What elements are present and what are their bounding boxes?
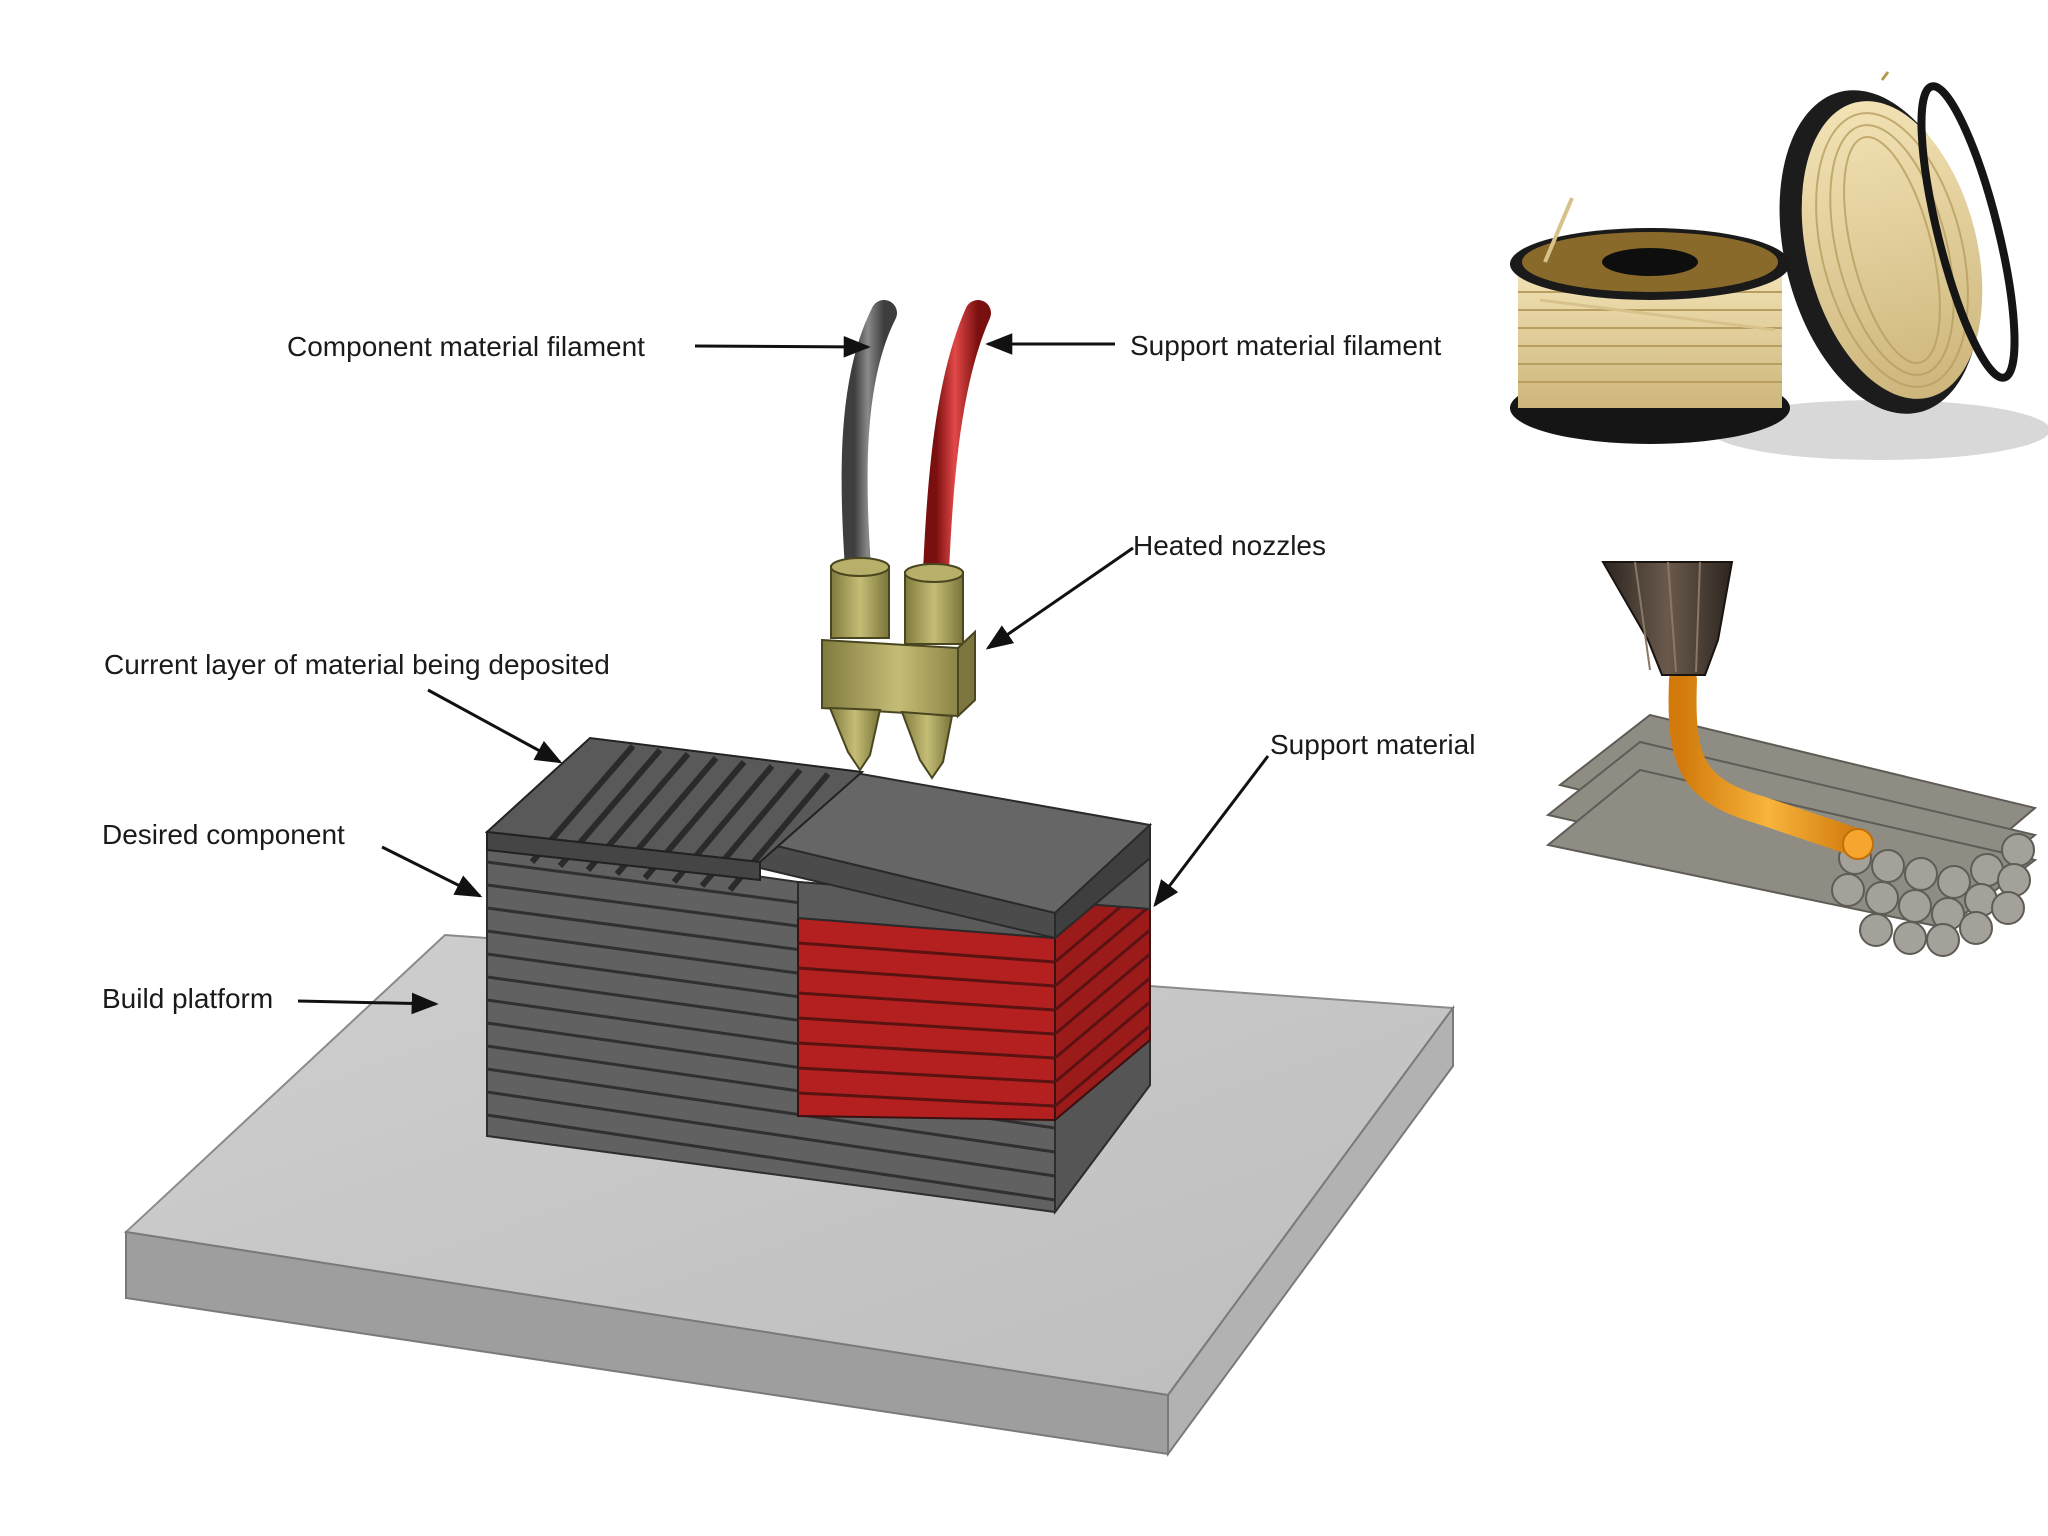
support-material [757,770,1153,1123]
spool-lying [1510,197,1790,444]
support-material-label: Support material [1270,729,1475,760]
spool-upright [1779,71,2019,414]
heated-nozzles [821,557,976,780]
filaments [841,300,991,585]
support-filament-label: Support material filament [1130,330,1441,361]
support-filament [923,300,991,585]
filament-spools-photo [1496,60,2048,465]
component-filament [841,300,897,581]
heated-nozzles-label: Heated nozzles [1133,530,1326,561]
extrusion-closeup [1545,561,2038,957]
component-filament-label: Component material filament [287,331,645,362]
current-layer-label: Current layer of material being deposite… [104,649,610,680]
extruded-bead [1668,666,1869,856]
desired-component-label: Desired component [102,819,345,850]
build-platform-label: Build platform [102,983,273,1014]
labels: Component material filament Support mate… [102,330,1475,1014]
current-layer [484,736,865,892]
extruder-nozzle [1601,561,1734,676]
leader-arrows [297,333,1270,1015]
